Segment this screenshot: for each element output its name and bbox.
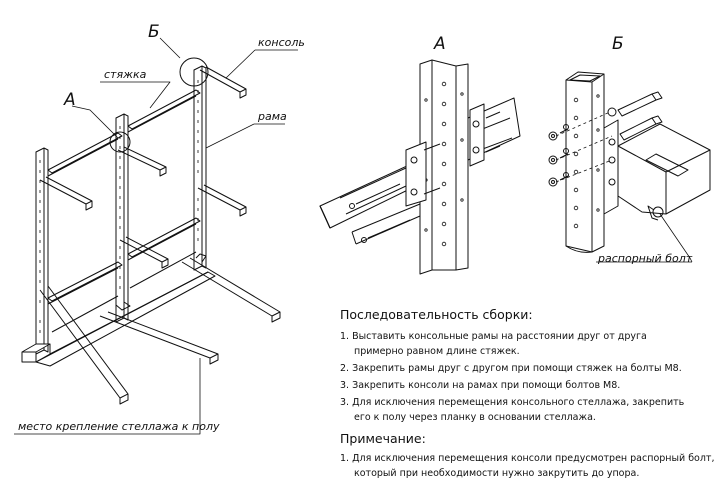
detail-a-title: А [434,34,446,54]
detail-b-title: Б [612,34,624,54]
assembly-instructions: Последовательность сборки: 1. Выставить … [340,307,715,483]
note-number: 1. [340,453,350,464]
assembly-step: 3. Закрепить консоли на рамах при помощи… [340,378,715,393]
assembly-steps-list: 1. Выставить консольные рамы на расстоян… [340,329,715,425]
step-text: Выставить консольные рамы на расстоянии … [352,331,647,342]
spacer-bolt-label: распорный болт [598,252,693,265]
leader-lines [14,37,298,435]
floor-mount-label: место крепление стеллажа к полу [18,420,220,433]
step-number: 2. [340,363,350,374]
step-text: Для исключения перемещения консольного с… [352,397,685,408]
assembly-step: 1. Выставить консольные рамы на расстоян… [340,329,715,359]
note-text: Для исключения перемещения консоли преду… [352,453,715,464]
assembly-step: 3. Для исключения перемещения консольног… [340,395,715,425]
step-number: 3. [340,397,350,408]
note-list: 1. Для исключения перемещения консоли пр… [340,451,715,481]
note-heading: Примечание: [340,431,426,446]
rack-isometric [21,57,281,405]
note-text-continuation: который при необходимости нужно закрутит… [354,468,640,479]
callout-b-label: Б [148,22,160,42]
console-label: консоль [258,36,305,49]
callout-a-label: А [64,90,76,110]
step-number: 3. [340,380,350,391]
note-item: 1. Для исключения перемещения консоли пр… [340,451,715,481]
step-text-continuation: его к полу через планку в основании стел… [354,412,596,423]
step-number: 1. [340,331,350,342]
frame-label: рама [258,110,287,123]
detail-b-drawing [548,71,711,263]
step-text: Закрепить консоли на рамах при помощи бо… [352,380,621,391]
step-text-continuation: примерно равном длине стяжек. [354,346,520,357]
detail-a-drawing [319,59,521,275]
assembly-heading: Последовательность сборки: [340,307,533,322]
step-text: Закрепить рамы друг с другом при помощи … [352,363,682,374]
assembly-step: 2. Закрепить рамы друг с другом при помо… [340,361,715,376]
tie-label: стяжка [104,68,147,81]
